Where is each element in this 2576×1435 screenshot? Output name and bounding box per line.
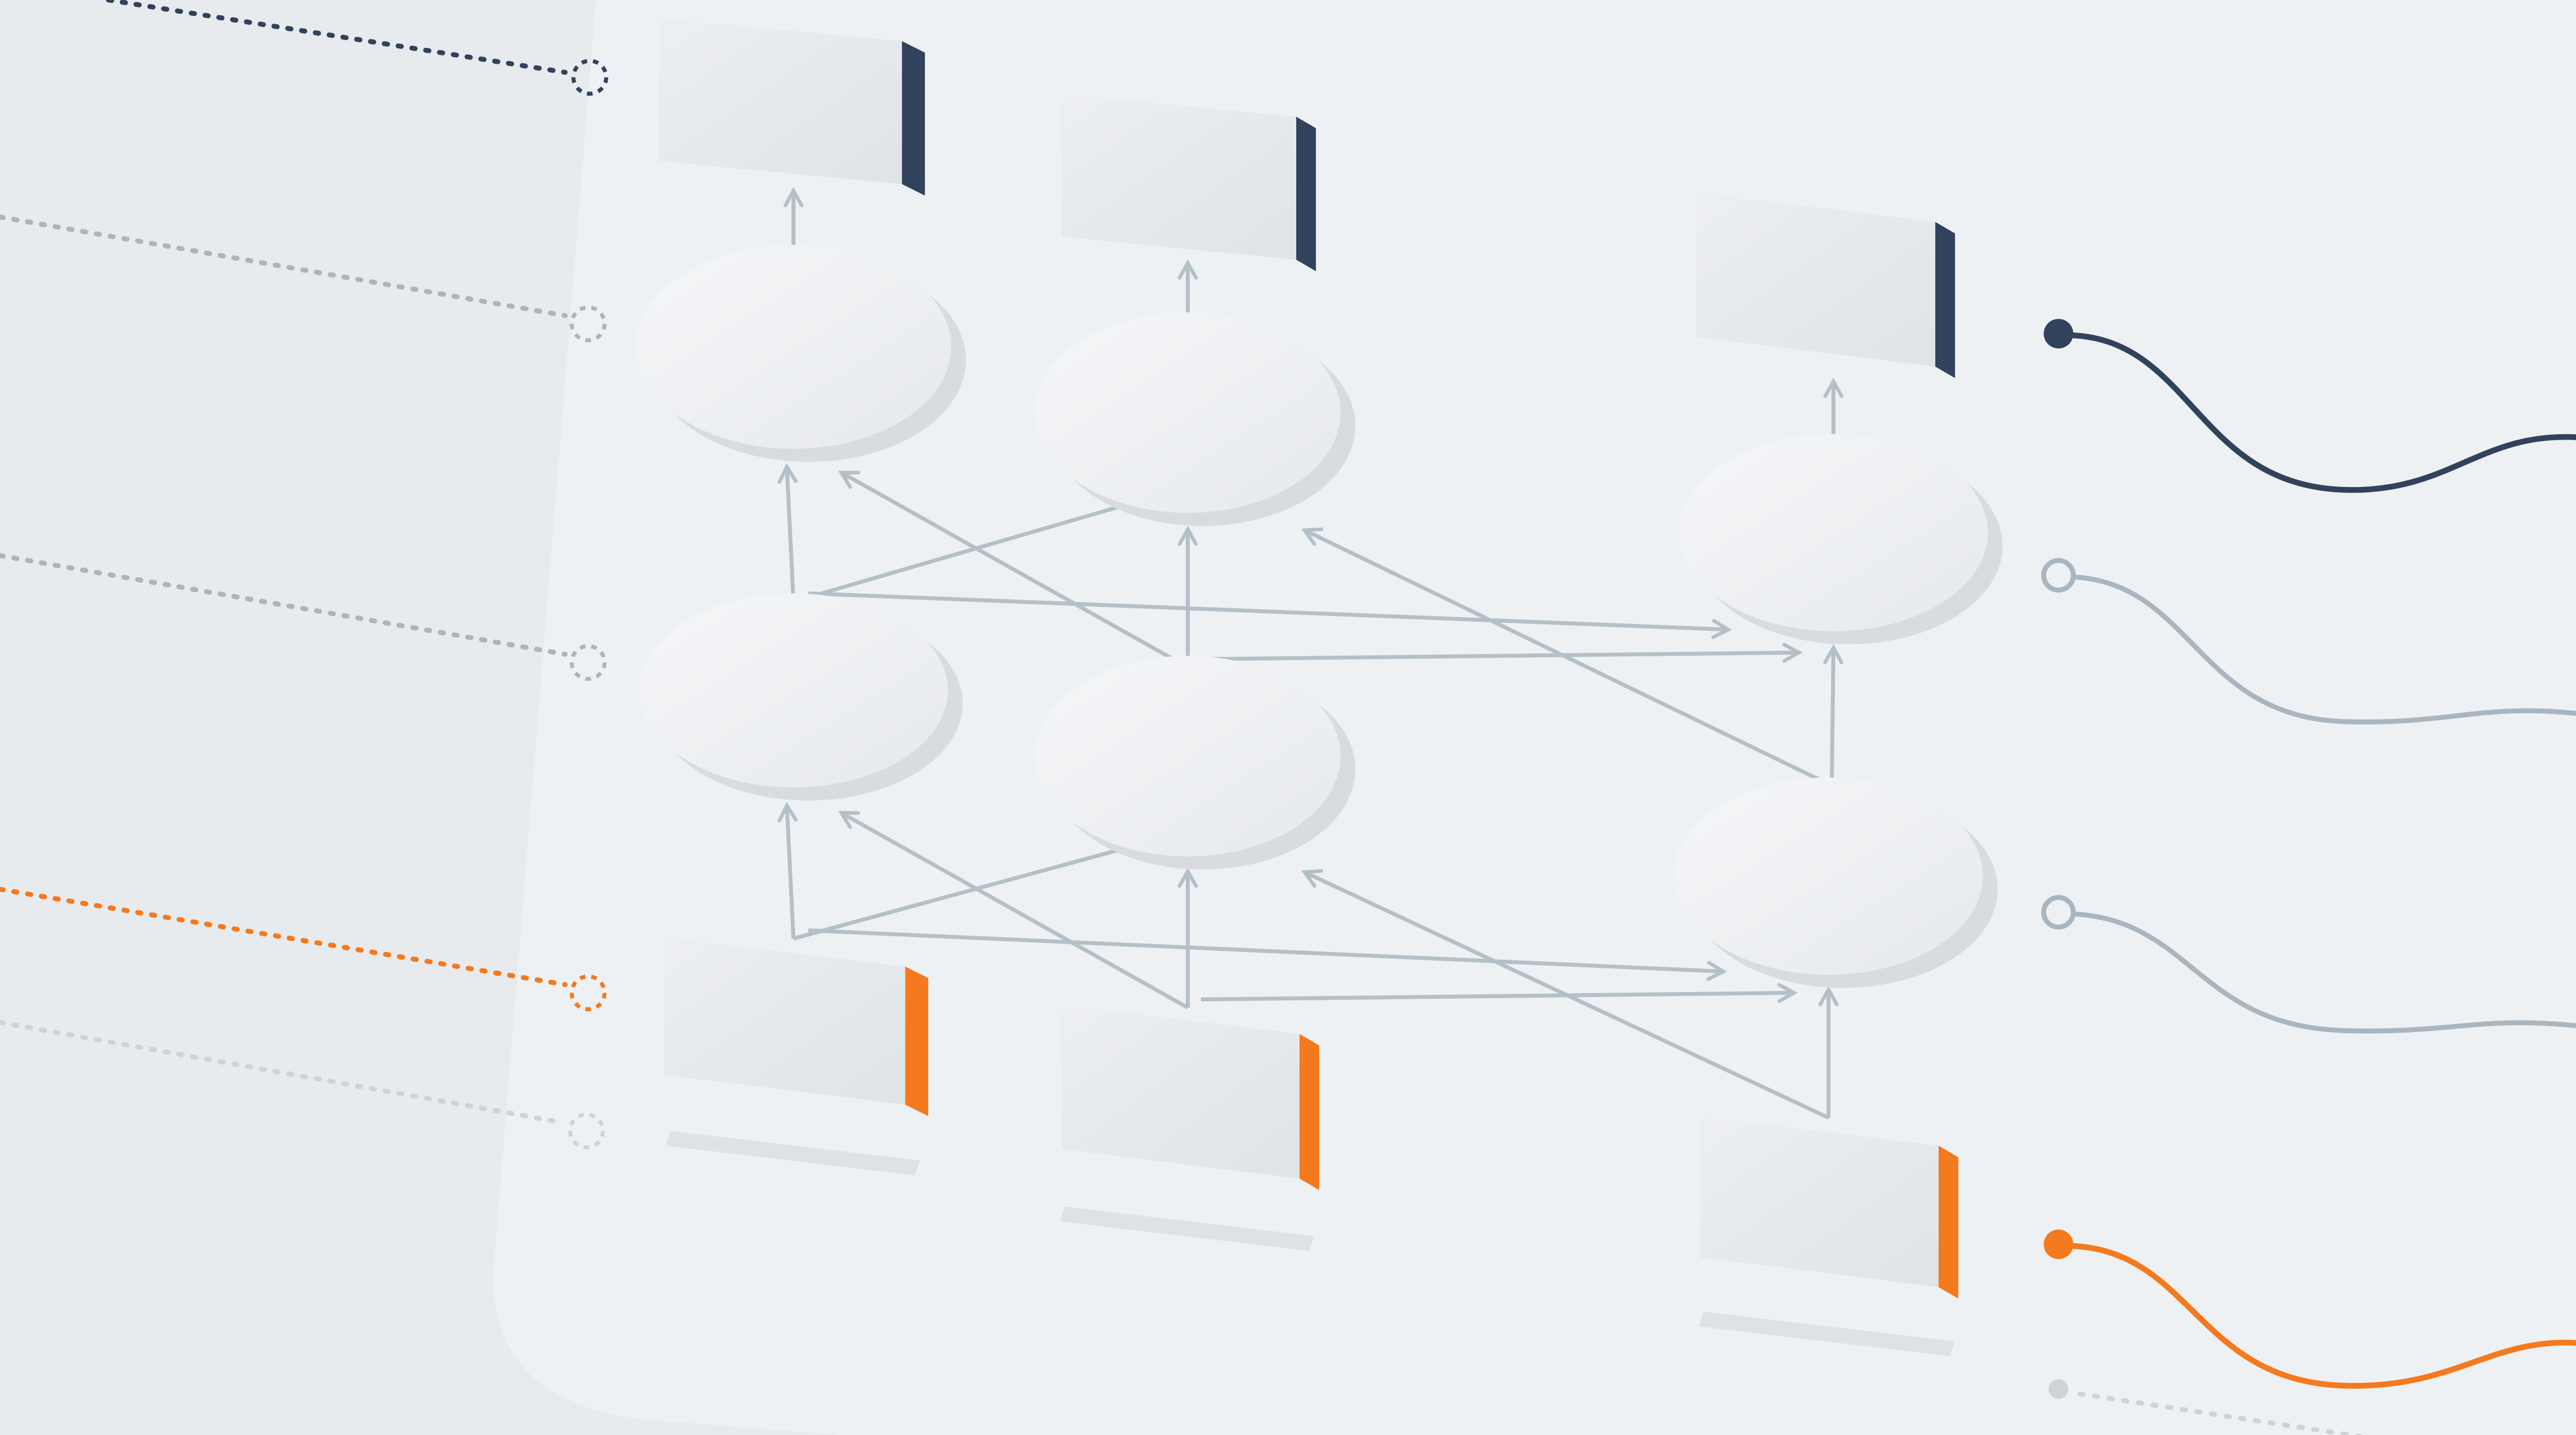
connection-arrow bbox=[1823, 644, 1844, 784]
output-curve-navy-dot bbox=[2044, 319, 2074, 349]
connection-arrow bbox=[1301, 869, 1830, 1120]
input-line-navy bbox=[106, 0, 568, 75]
network-node bbox=[1035, 656, 1341, 857]
network-node bbox=[1679, 434, 1988, 631]
output-curve-gray-1 bbox=[2070, 574, 2576, 725]
input-line-gray-2 bbox=[0, 553, 568, 657]
connection-arrow bbox=[1301, 527, 1830, 786]
input-dotted-lines-layer bbox=[0, 0, 608, 1150]
output-curve-orange-dot bbox=[2044, 1229, 2074, 1259]
connection-arrow bbox=[838, 470, 1189, 669]
input-line-gray-1 bbox=[0, 214, 568, 318]
input-line-orange-port bbox=[569, 974, 607, 1011]
box-shadow bbox=[1059, 1206, 1314, 1251]
output-box-3 bbox=[1695, 192, 1935, 367]
output-curve-navy bbox=[2070, 332, 2576, 493]
output-curve-gray-2-dot bbox=[2041, 895, 2076, 930]
network-node bbox=[636, 245, 952, 449]
input-box-2-side bbox=[1299, 1034, 1319, 1190]
network-nodes-layer bbox=[636, 245, 2003, 988]
input-line-gray-2-port bbox=[569, 644, 607, 681]
input-box-3-side bbox=[1938, 1145, 1958, 1299]
input-box-3 bbox=[1700, 1116, 1939, 1287]
output-dotted-tail-line bbox=[2077, 1391, 2367, 1435]
connection-arrow bbox=[808, 928, 1728, 981]
output-box-1 bbox=[658, 18, 902, 184]
input-line-navy-port bbox=[571, 59, 608, 96]
connection-arrow bbox=[778, 463, 798, 602]
connection-arrow bbox=[793, 836, 1149, 941]
output-curve-gray-2 bbox=[2070, 911, 2576, 1034]
input-box-1-side bbox=[905, 966, 929, 1116]
input-line-gray-3-port bbox=[568, 1112, 605, 1150]
connection-arrow bbox=[808, 591, 1733, 639]
connection-arrow bbox=[778, 801, 798, 939]
input-box-1 bbox=[663, 937, 906, 1105]
network-boxes-layer bbox=[658, 18, 1958, 1299]
background-panel bbox=[493, 0, 2576, 1435]
output-curves-layer bbox=[2041, 319, 2576, 1435]
connection-arrow bbox=[1201, 983, 1798, 1003]
output-curve-gray-1-dot bbox=[2041, 558, 2076, 593]
output-box-2 bbox=[1061, 93, 1296, 260]
output-curve-orange bbox=[2070, 1243, 2576, 1389]
connection-arrow bbox=[838, 811, 1189, 1010]
output-dotted-tail-dot bbox=[2048, 1379, 2069, 1399]
input-line-gray-3 bbox=[0, 1020, 566, 1126]
box-shadow bbox=[1698, 1311, 1955, 1356]
connection-arrows-layer bbox=[778, 187, 1844, 1120]
network-node bbox=[1674, 777, 1983, 975]
input-line-orange bbox=[0, 887, 568, 987]
output-box-2-side bbox=[1296, 117, 1316, 272]
network-node bbox=[1035, 312, 1341, 513]
output-box-1-side bbox=[902, 41, 925, 196]
box-shadow bbox=[665, 1131, 920, 1176]
output-box-3-side bbox=[1935, 221, 1955, 378]
connection-arrow bbox=[1201, 642, 1803, 663]
input-box-2 bbox=[1061, 1004, 1300, 1179]
network-node bbox=[639, 593, 948, 788]
box-shadows-layer bbox=[665, 1131, 1955, 1356]
connection-arrow bbox=[793, 494, 1149, 604]
